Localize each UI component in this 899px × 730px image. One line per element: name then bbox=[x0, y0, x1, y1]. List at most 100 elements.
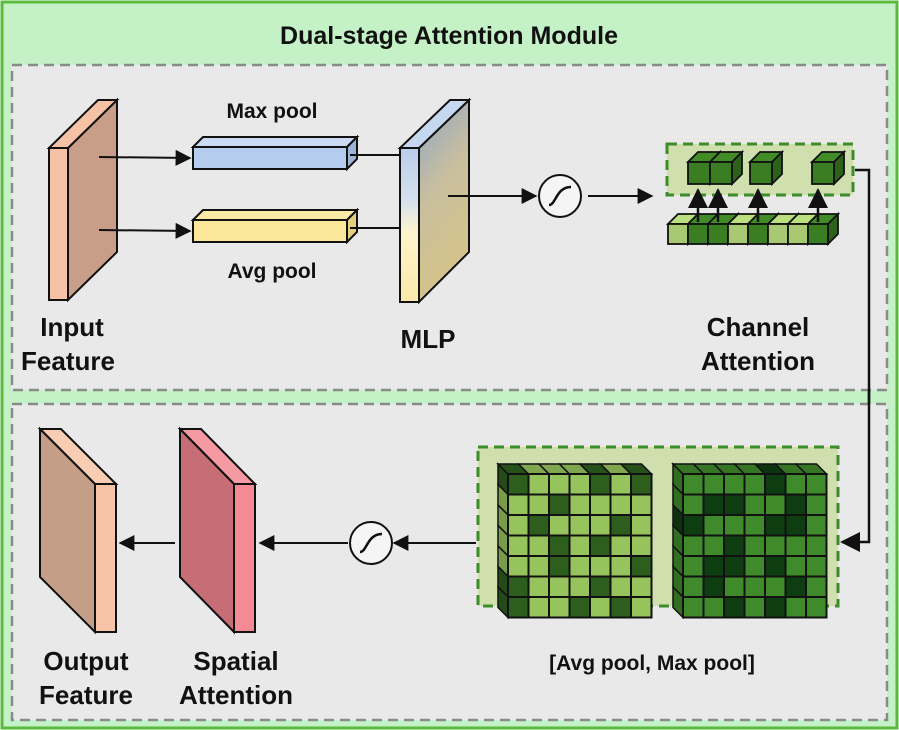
grid-cell bbox=[764, 534, 787, 557]
grid-cell bbox=[702, 575, 725, 598]
grid-cell bbox=[507, 575, 530, 598]
spatial-attention-label-2: Attention bbox=[179, 680, 293, 710]
input-feature-label-1: Input bbox=[40, 312, 104, 342]
grid-cell bbox=[527, 575, 550, 598]
spatial-attention-label-1: Spatial bbox=[193, 646, 278, 676]
channel-attention-label-1: Channel bbox=[707, 312, 810, 342]
grid-cell bbox=[548, 473, 571, 496]
avg-pool-grid bbox=[496, 462, 654, 620]
channel-vector bbox=[665, 211, 841, 247]
grid-cell bbox=[743, 473, 766, 496]
grid-cell bbox=[743, 493, 766, 516]
mlp-block bbox=[397, 97, 472, 305]
max-pool-grid bbox=[671, 462, 829, 620]
grid-cell bbox=[548, 575, 571, 598]
channel-vector-cell bbox=[805, 211, 841, 247]
grid-cell bbox=[784, 493, 807, 516]
grid-cell bbox=[527, 534, 550, 557]
maxpool-label: Max pool bbox=[226, 100, 317, 123]
grid-cell bbox=[630, 514, 653, 537]
grid-cell bbox=[805, 534, 828, 557]
input-feature-block bbox=[46, 97, 120, 303]
grid-cell bbox=[682, 596, 705, 619]
grid-cell bbox=[784, 555, 807, 578]
grid-cell bbox=[527, 473, 550, 496]
output-feature-block bbox=[37, 426, 119, 635]
sigmoid-icon bbox=[538, 174, 582, 218]
output-feature-label-1: Output bbox=[43, 646, 129, 676]
grid-cell bbox=[609, 534, 632, 557]
sigmoid-icon-bottom bbox=[349, 521, 393, 565]
channel-selected-cubes bbox=[685, 149, 847, 222]
grid-cell bbox=[527, 514, 550, 537]
maxpool-bar bbox=[190, 134, 360, 172]
grid-cell bbox=[702, 534, 725, 557]
grid-cell bbox=[682, 555, 705, 578]
grid-cell bbox=[682, 514, 705, 537]
grid-cell bbox=[702, 514, 725, 537]
grid-cell bbox=[764, 555, 787, 578]
grid-cell bbox=[609, 555, 632, 578]
avgpool-bar bbox=[190, 207, 360, 245]
grid-cell bbox=[784, 575, 807, 598]
grid-cell bbox=[609, 575, 632, 598]
grid-cell bbox=[507, 514, 530, 537]
grid-cell bbox=[805, 473, 828, 496]
grid-cell bbox=[568, 514, 591, 537]
grid-cell bbox=[702, 555, 725, 578]
selected-channel-cube bbox=[747, 149, 785, 187]
arrow-to-avgpool bbox=[98, 222, 192, 239]
grid-cell bbox=[743, 555, 766, 578]
grid-cell bbox=[723, 575, 746, 598]
grid-cell bbox=[805, 596, 828, 619]
grid-cell bbox=[568, 555, 591, 578]
grid-cell bbox=[527, 555, 550, 578]
grid-cell bbox=[507, 493, 530, 516]
grid-cell bbox=[682, 575, 705, 598]
grid-cell bbox=[609, 514, 632, 537]
grid-cell bbox=[743, 534, 766, 557]
grid-cell bbox=[548, 596, 571, 619]
grid-cell bbox=[682, 473, 705, 496]
grid-cell bbox=[630, 473, 653, 496]
grid-cell bbox=[723, 555, 746, 578]
selected-channel-cube bbox=[707, 149, 745, 187]
grid-cell bbox=[609, 493, 632, 516]
arrow-to-maxpool bbox=[98, 149, 192, 166]
grid-cell bbox=[507, 473, 530, 496]
grid-cell bbox=[548, 555, 571, 578]
spatial-attention-block bbox=[177, 426, 258, 635]
channel-attention-label-2: Attention bbox=[701, 346, 815, 376]
grid-cell bbox=[805, 575, 828, 598]
grid-cell bbox=[507, 596, 530, 619]
grid-cell bbox=[764, 514, 787, 537]
grid-cell bbox=[723, 596, 746, 619]
grid-cell bbox=[784, 534, 807, 557]
avgpool-label: Avg pool bbox=[227, 260, 316, 283]
grid-cell bbox=[568, 493, 591, 516]
grid-cell bbox=[764, 575, 787, 598]
grid-cell bbox=[682, 534, 705, 557]
grid-cell bbox=[743, 514, 766, 537]
grid-cell bbox=[630, 596, 653, 619]
output-feature-label-2: Feature bbox=[39, 680, 133, 710]
grid-cell bbox=[723, 534, 746, 557]
pool-label: [Avg pool, Max pool] bbox=[549, 652, 755, 675]
grid-cell bbox=[805, 514, 828, 537]
grid-cell bbox=[589, 514, 612, 537]
grid-cell bbox=[702, 473, 725, 496]
grid-cell bbox=[702, 493, 725, 516]
grid-cell bbox=[723, 473, 746, 496]
grid-cell bbox=[589, 575, 612, 598]
grid-cell bbox=[589, 555, 612, 578]
connector-segment bbox=[840, 390, 871, 552]
grid-cell bbox=[764, 473, 787, 496]
input-feature-label-2: Feature bbox=[21, 346, 115, 376]
module-title: Dual-stage Attention Module bbox=[280, 22, 618, 50]
grid-cell bbox=[589, 596, 612, 619]
grid-cell bbox=[682, 493, 705, 516]
grid-cell bbox=[723, 493, 746, 516]
grid-cell bbox=[805, 555, 828, 578]
selected-channel-cube bbox=[809, 149, 847, 187]
